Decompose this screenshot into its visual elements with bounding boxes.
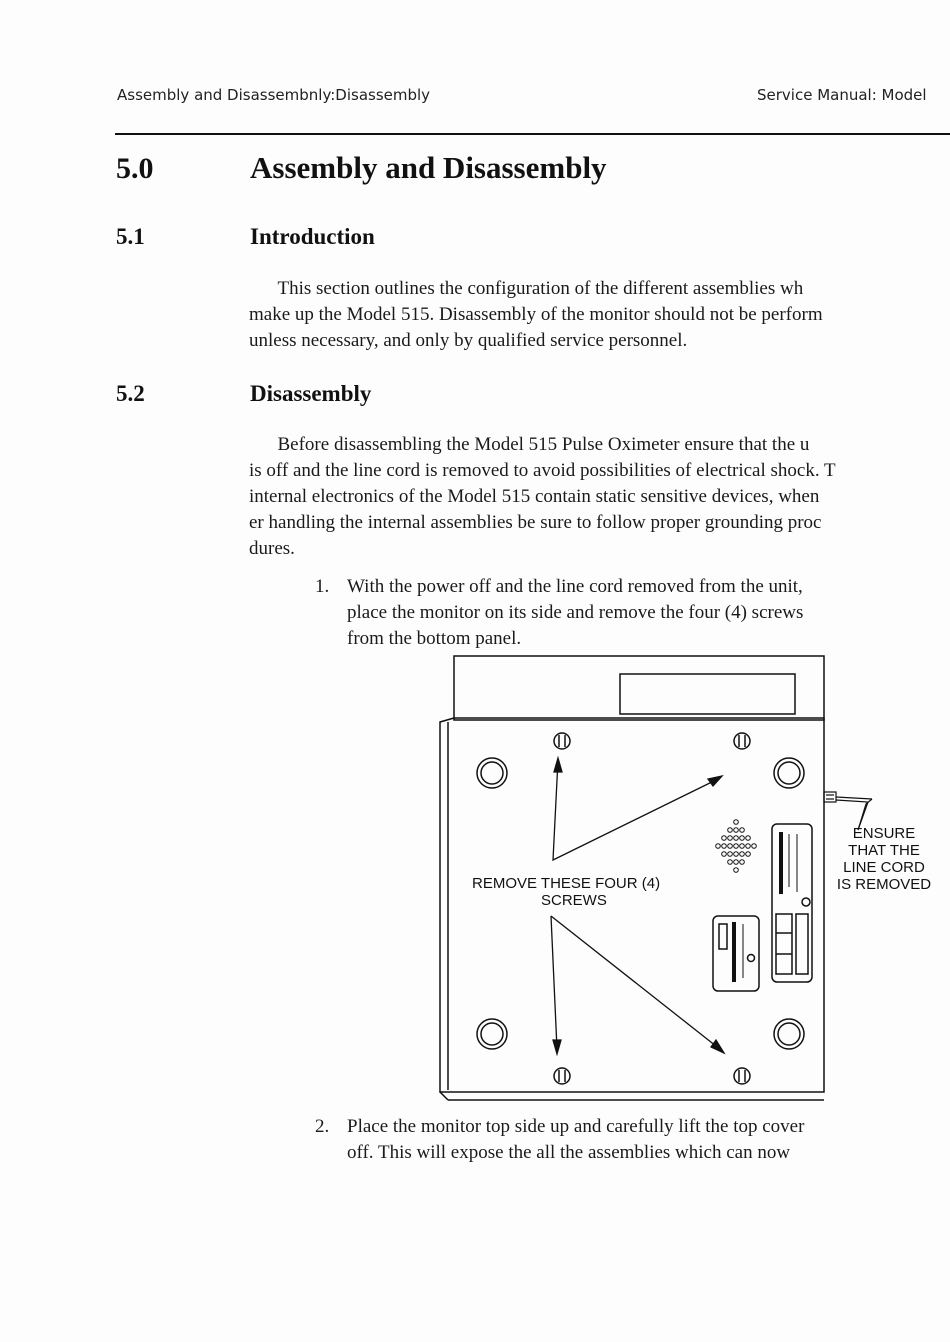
ensure-label-line: IS REMOVED [836,876,932,893]
remove-screws-label-line: REMOVE THESE FOUR (4) [472,875,661,892]
bottom-panel-diagram: REMOVE THESE FOUR (4) SCREWS ENSURE THAT… [430,652,950,1102]
running-header-left: Assembly and Disassembnly:Disassembly [117,86,431,104]
step-number: 1. [315,576,330,597]
step-line: off. This will expose the all the assemb… [347,1142,791,1163]
intro-line: make up the Model 515. Disassembly of th… [249,304,823,325]
section-title-5-2: Disassembly [250,381,372,406]
ensure-label-line: LINE CORD [843,859,925,876]
foot-icon [476,757,805,1050]
id-label-plate [771,823,813,983]
monitor-bottom-panel [439,717,825,1101]
screw-icon [553,732,751,1085]
line-cord-icon [823,791,873,831]
disassembly-line: internal electronics of the Model 515 co… [249,486,820,507]
monitor-rear-body [453,655,825,721]
step-text: Place the monitor top side up and carefu… [347,1114,804,1166]
section-number-5-0: 5.0 [116,152,154,185]
disassembly-line: is off and the line cord is removed to a… [249,460,836,481]
disassembly-line: er handling the internal assemblies be s… [249,512,822,533]
step-line: Place the monitor top side up and carefu… [347,1116,805,1137]
header-rule [115,133,950,135]
logo-plate [712,915,760,992]
disassembly-paragraph: Before disassembling the Model 515 Pulse… [249,432,950,562]
bottom-panel-drawing [439,655,873,1101]
disassembly-line: dures. [249,538,295,559]
step-text: With the power off and the line cord rem… [347,574,803,652]
section-number-5-2: 5.2 [116,381,145,406]
remove-screws-label-line: SCREWS [541,892,607,909]
section-number-5-1: 5.1 [116,224,145,249]
step-line: place the monitor on its side and remove… [347,602,804,623]
ensure-label-line: ENSURE [852,825,916,842]
remove-screws-label: REMOVE THESE FOUR (4) SCREWS [472,875,660,909]
section-title-5-1: Introduction [250,224,375,249]
disassembly-line: Before disassembling the Model 515 Pulse… [249,434,810,455]
intro-line: This section outlines the configuration … [249,278,804,299]
ensure-cord-removed-label: ENSURE THAT THE LINE CORD IS REMOVED [829,825,939,893]
speaker-grille-icon [715,819,757,873]
step-number: 2. [315,1116,330,1137]
step-line: With the power off and the line cord rem… [347,576,803,597]
running-header-right: Service Manual: Model [757,86,927,104]
intro-paragraph: This section outlines the configuration … [249,276,950,354]
step-line: from the bottom panel. [347,628,522,649]
arrow-icon [550,755,726,1057]
section-title-5-0: Assembly and Disassembly [250,150,607,185]
intro-line: unless necessary, and only by qualified … [249,330,688,351]
ensure-label-line: THAT THE [848,842,920,859]
